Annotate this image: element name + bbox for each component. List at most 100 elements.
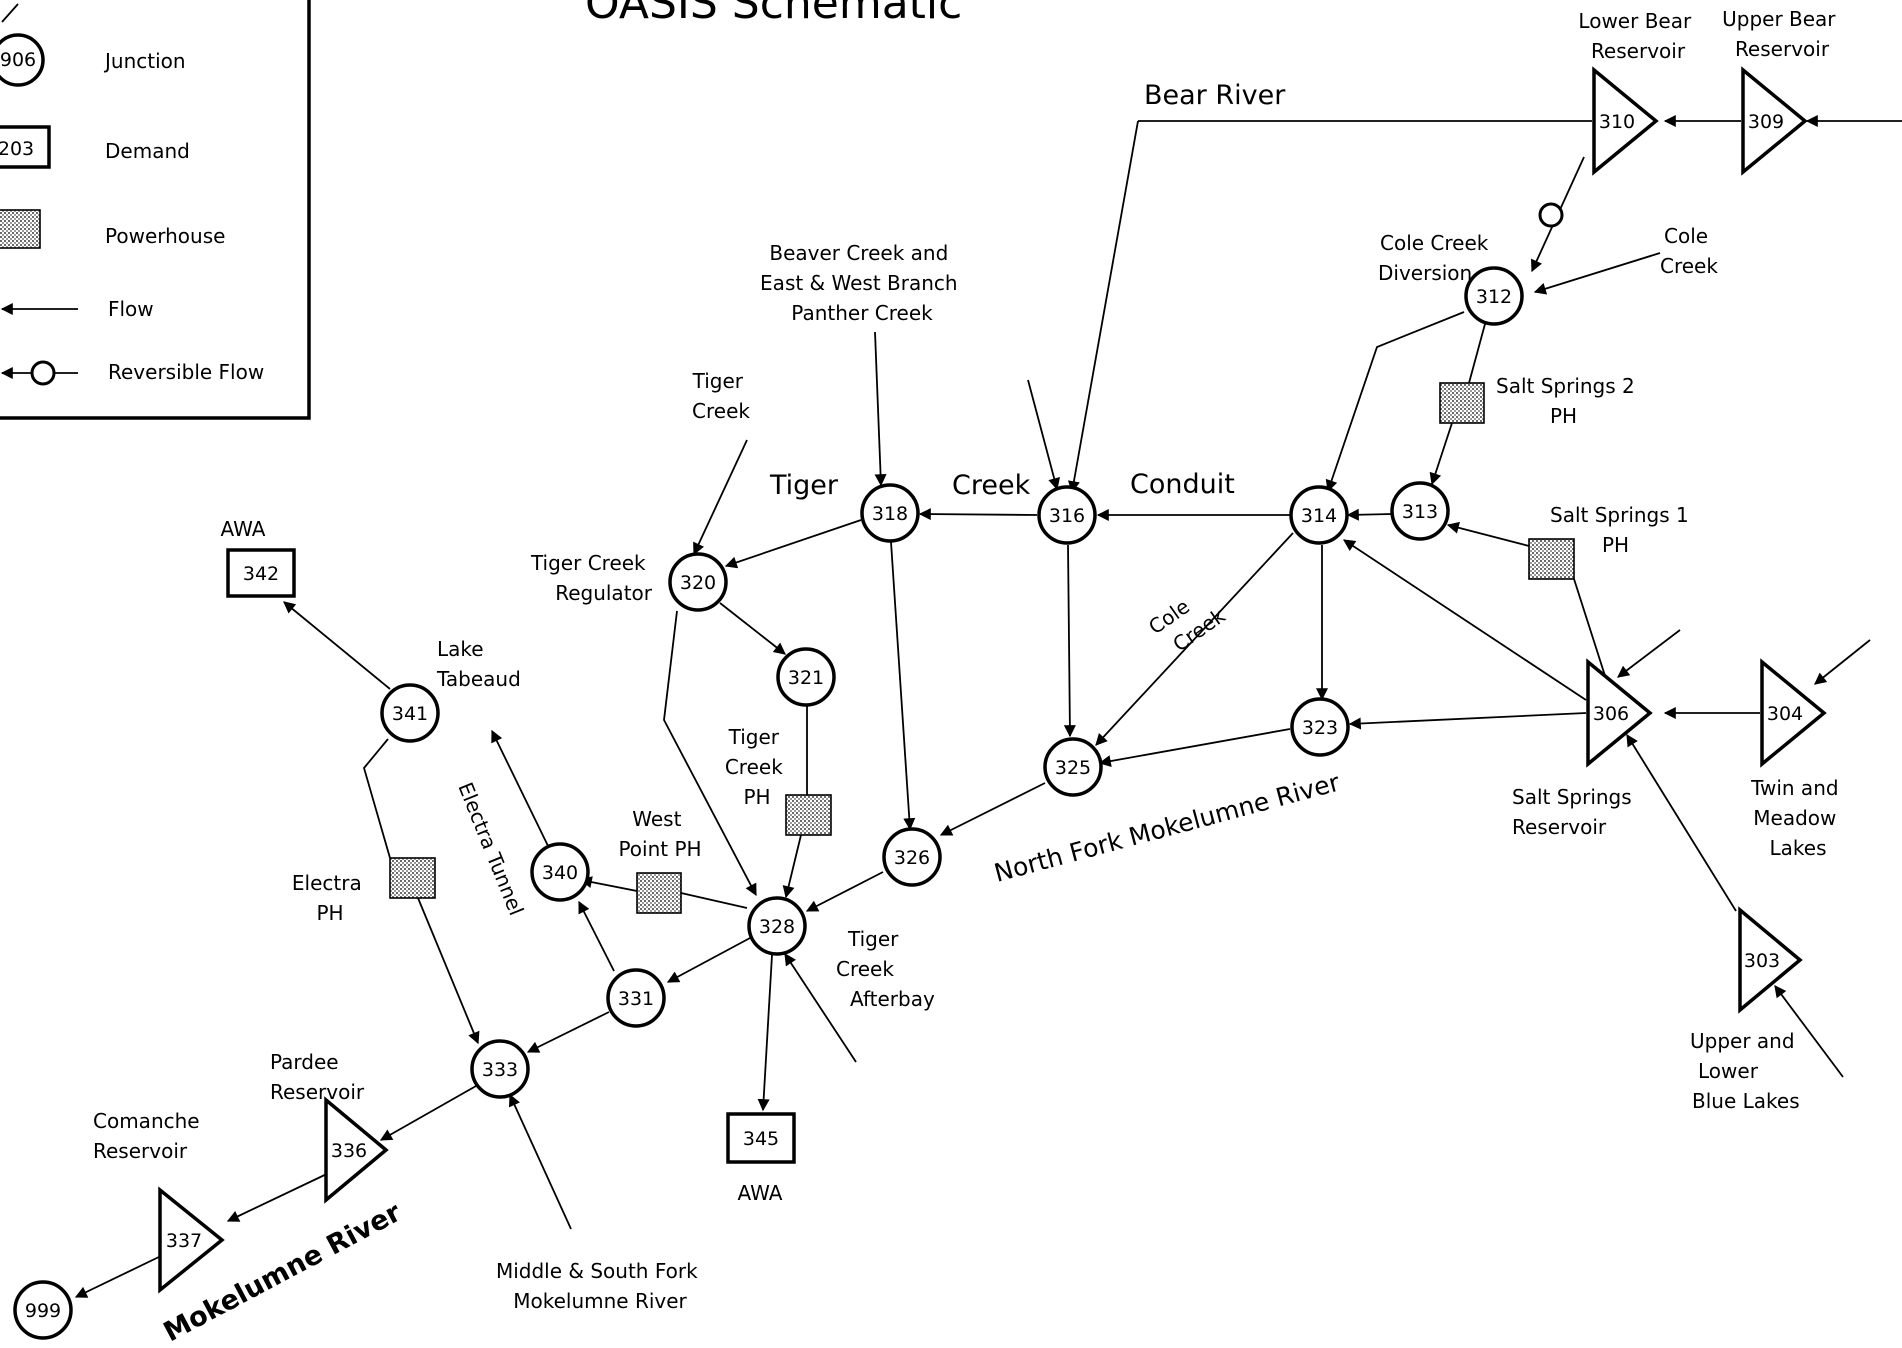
- label-bear-river: Bear River: [1144, 80, 1286, 111]
- edge-ph-328: [782, 834, 802, 899]
- powerhouse-salt-springs-1: [1528, 538, 1575, 580]
- label-pardee-reservoir: Pardee Reservoir: [270, 1050, 365, 1104]
- label-electra-ph: Electra PH: [292, 871, 368, 925]
- label-cole-creek-inflow: Cole Creek: [1660, 224, 1718, 278]
- reservoir-337-id: 337: [166, 1230, 202, 1252]
- label-lower-bear-reservoir: Lower Bear Reservoir: [1578, 9, 1697, 63]
- edge-316-325: [1063, 544, 1076, 738]
- junction-328: [747, 896, 807, 956]
- label-cole-creek-diagonal-group: Cole Creek: [1144, 580, 1230, 662]
- junction-326-id: 326: [894, 847, 930, 869]
- demands: 342 345: [226, 548, 796, 1164]
- edge-326-328: [805, 871, 884, 912]
- junction-341-id: 341: [392, 703, 428, 725]
- junction-340-id: 340: [542, 862, 578, 884]
- edge-inflow-304: [1814, 639, 1871, 685]
- edge-331-340: [578, 900, 615, 972]
- edge-336-337: [226, 1170, 334, 1222]
- powerhouse-electra: [389, 857, 436, 899]
- label-salt-springs-1-ph: Salt Springs 1 PH: [1550, 503, 1695, 557]
- edge-316-318: [918, 508, 1038, 521]
- junction-333: [470, 1039, 530, 1099]
- label-upper-lower-blue-lakes: Upper and Lower Blue Lakes: [1690, 1029, 1801, 1113]
- junction-318: [860, 483, 920, 543]
- legend-corner-stroke: [1, 3, 19, 23]
- reservoir-309-id: 309: [1748, 111, 1784, 133]
- label-north-fork-mokelumne-river: North Fork Mokelumne River: [991, 767, 1343, 887]
- junction-340: [530, 842, 590, 902]
- legend: 906 Junction 203 Demand Powerhouse Flow …: [0, 0, 311, 420]
- label-cole-creek-diagonal: Cole Creek: [1144, 580, 1230, 662]
- edge-inflow-316: [1027, 379, 1061, 491]
- powerhouse-tiger-creek: [785, 794, 832, 836]
- reservoirs: 310 309 306 304 303 336 337: [158, 66, 1827, 1294]
- junction-328-id: 328: [759, 916, 795, 938]
- flow-edges: [74, 115, 1902, 1298]
- label-tiger: Tiger: [769, 470, 839, 501]
- label-electra-tunnel: Electra Tunnel: [453, 779, 528, 919]
- edge-318-320: [724, 519, 862, 569]
- junction-999: [13, 1280, 73, 1340]
- edge-337-999: [74, 1254, 164, 1298]
- powerhouse-west-point: [636, 872, 682, 914]
- label-tiger-creek-ph: Tiger Creek PH: [725, 725, 789, 809]
- edge-ph1-313: [1446, 521, 1530, 547]
- legend-reversible-label: Reversible Flow: [108, 360, 264, 384]
- edge-ph-333: [417, 897, 480, 1045]
- junction-325: [1043, 737, 1103, 797]
- legend-junction-id: 906: [0, 49, 36, 71]
- label-tiger-creek-inflow: Tiger Creek: [692, 369, 751, 423]
- junction-314: [1289, 485, 1349, 545]
- edge-318-326: [890, 541, 916, 831]
- diagram-title: OASIS Schematic: [585, 0, 962, 29]
- label-awa-342: AWA: [221, 517, 266, 541]
- legend-reversible-circle: [30, 360, 56, 386]
- demand-345: [726, 1112, 796, 1164]
- junction-341: [380, 683, 440, 743]
- label-beaver-creek: Beaver Creek and East & West Branch Pant…: [760, 241, 964, 325]
- junction-999-id: 999: [25, 1300, 61, 1322]
- demand-342-id: 342: [243, 563, 279, 585]
- junction-312-id: 312: [1476, 286, 1512, 308]
- edge-bear-river-316: [1067, 120, 1139, 494]
- legend-demand-id: 203: [0, 138, 34, 160]
- junction-323-id: 323: [1302, 717, 1338, 739]
- junction-318-id: 318: [872, 503, 908, 525]
- edge-328-331: [666, 937, 751, 983]
- label-creek: Creek: [952, 470, 1031, 501]
- edge-314-325: [1095, 532, 1294, 746]
- edge-341-342: [283, 601, 391, 690]
- junction-320-id: 320: [680, 572, 716, 594]
- demand-345-id: 345: [743, 1128, 779, 1150]
- junction-316-id: 316: [1049, 505, 1085, 527]
- edge-306-323: [1348, 712, 1587, 730]
- edge-inflow-328: [784, 952, 857, 1063]
- edge-beaver-creek-318: [874, 331, 887, 487]
- junction-331: [606, 968, 666, 1028]
- label-twin-and-meadow-lakes: Twin and Meadow Lakes: [1750, 776, 1845, 860]
- legend-junction-symbol: [0, 33, 45, 87]
- edge-306-ph1: [1573, 578, 1608, 683]
- label-comanche-reservoir: Comanche Reservoir: [93, 1109, 206, 1163]
- label-tiger-creek-regulator: Tiger Creek Regulator: [530, 551, 653, 605]
- legend-demand-symbol: [0, 125, 51, 169]
- junction-331-id: 331: [618, 988, 654, 1010]
- label-middle-south-fork: Middle & South Fork Mokelumne River: [496, 1259, 704, 1313]
- edge-inflow-306: [1617, 629, 1681, 678]
- junction-325-id: 325: [1055, 757, 1091, 779]
- label-awa-345: AWA: [738, 1181, 783, 1205]
- reservoir-337: [158, 1186, 225, 1294]
- junction-312: [1464, 266, 1524, 326]
- edge-tiger-creek-320: [693, 439, 748, 556]
- label-salt-springs-2-ph: Salt Springs 2 PH: [1496, 374, 1641, 428]
- reservoir-336: [324, 1096, 389, 1204]
- legend-border: [0, 0, 311, 420]
- reservoir-303: [1738, 906, 1803, 1014]
- reservoir-304: [1760, 658, 1827, 768]
- junctions: 312 313 314 316 318 320 321 323 325 326 …: [13, 266, 1524, 1340]
- label-tiger-creek-afterbay: Tiger Creek Afterbay: [836, 927, 935, 1011]
- junction-333-id: 333: [482, 1059, 518, 1081]
- edge-341-ph: [363, 738, 391, 859]
- edge-inflow-333: [509, 1093, 572, 1230]
- reservoir-336-id: 336: [331, 1140, 367, 1162]
